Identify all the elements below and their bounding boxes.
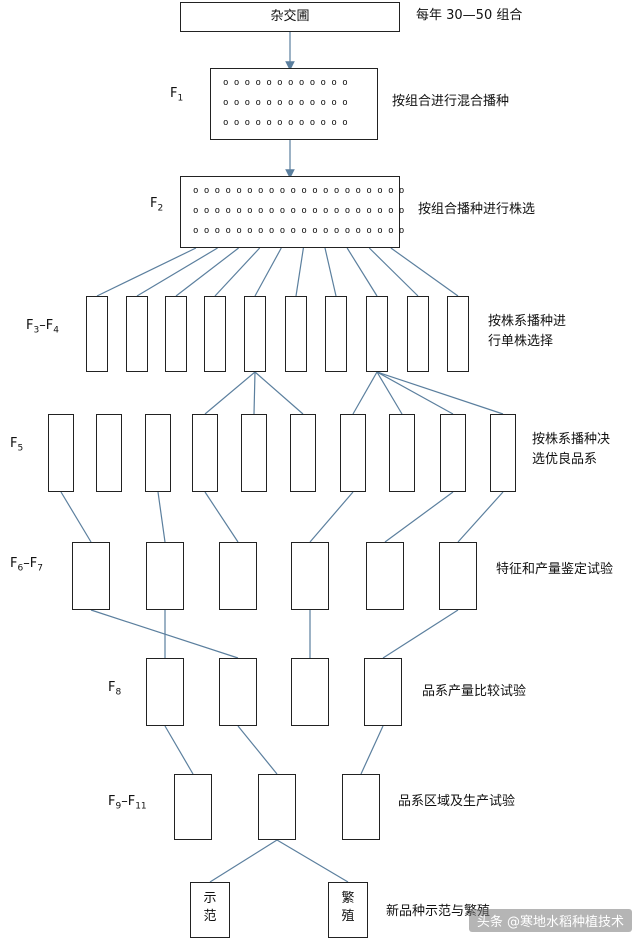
connector-line [352,371,378,415]
f6-f7-line-box [366,542,404,610]
connector-line [204,371,256,415]
f3-f4-line-box [126,296,148,372]
gen-label-f1: F1 [170,86,184,104]
hybrid-nursery-title: 杂交圃 [270,9,310,24]
demonstration-box: 示 范 [190,882,230,938]
demonstration-text-2: 范 [203,909,217,924]
connector-line [96,247,197,297]
connector-line [360,725,384,775]
connector-line [309,491,354,543]
demonstration-text-1: 示 [203,891,217,906]
f3-f4-line-box [165,296,187,372]
connector-line [60,491,92,543]
f8-line-box [146,658,184,726]
connector-line [204,491,239,543]
f6-f7-line-box [72,542,110,610]
connector-line [376,371,504,415]
f2-dot-row: o o o o o o o o o o o o o o o o o o o o [193,206,405,216]
f6-f7-line-box [146,542,184,610]
propagation-text-1: 繁 [341,891,355,906]
connector-line [376,371,403,415]
f8-step-text: 品系产量比较试验 [422,684,527,699]
f1-dot-row: o o o o o o o o o o o o [223,98,348,108]
f3-f4-line-box [244,296,266,372]
f8-line-box [291,658,329,726]
f2-step-text: 按组合播种进行株选 [418,202,536,217]
f9-f11-line-box [342,774,380,840]
f5-line-box [440,414,466,492]
connector-line [346,247,378,297]
f5-step-text-line2: 选优良品系 [532,452,598,467]
f1-dot-row: o o o o o o o o o o o o [223,118,348,128]
watermark: 头条 @寒地水稻种植技术 [468,909,632,932]
gen-label-f6-f7: F6–F7 [10,556,43,574]
connector-line [382,609,459,659]
connector-line [209,839,278,883]
f5-line-box [96,414,122,492]
f6-f7-step-text: 特征和产量鉴定试验 [496,562,614,577]
connector-line [214,247,261,297]
hybrid-nursery-note: 每年 30—50 组合 [416,8,523,23]
f3-f4-line-box [204,296,226,372]
connector-line [295,247,304,297]
f3-f4-line-box [285,296,307,372]
connector-line [136,247,218,297]
connector-line [368,247,419,297]
f8-line-box [364,658,402,726]
connector-line [324,247,337,297]
f6-f7-line-box [219,542,257,610]
f3-f4-line-box [447,296,469,372]
connector-line [276,839,349,883]
f2-dot-row: o o o o o o o o o o o o o o o o o o o o [193,226,405,236]
f3-f4-step-text-line2: 行单株选择 [488,334,554,349]
f2-dot-row: o o o o o o o o o o o o o o o o o o o o [193,186,405,196]
f5-line-box [48,414,74,492]
gen-label-f5: F5 [10,436,24,454]
connector-line [175,247,239,297]
f5-line-box [145,414,171,492]
connector-line [254,371,304,415]
connector-line [237,725,278,775]
gen-label-f3-f4: F3–F4 [26,318,59,336]
f9-f11-line-box [258,774,296,840]
connector-line [157,491,166,543]
f5-line-box [490,414,516,492]
f3-f4-line-box [325,296,347,372]
f5-step-text-line1: 按株系播种决 [532,432,611,447]
connector-line [164,725,194,775]
f1-step-text: 按组合进行混合播种 [392,94,510,109]
connector-line [376,371,454,415]
connector-line [254,247,282,297]
propagation-text-2: 殖 [341,909,355,924]
f5-line-box [241,414,267,492]
f1-mixed-sowing-box: o o o o o o o o o o o o o o o o o o o o … [210,68,378,140]
connector-line [253,371,256,415]
hybrid-nursery-box: 杂交圃 [180,2,400,32]
f3-f4-line-box [86,296,108,372]
f9-f11-step-text: 品系区域及生产试验 [398,794,516,809]
f5-line-box [340,414,366,492]
f3-f4-line-box [407,296,429,372]
connector-line [390,247,459,297]
f6-f7-line-box [439,542,477,610]
gen-label-f2: F2 [150,196,164,214]
f5-line-box [290,414,316,492]
f9-f11-line-box [174,774,212,840]
connector-line [384,491,454,543]
f5-line-box [389,414,415,492]
connector-line [457,491,504,543]
gen-label-f8: F8 [108,680,122,698]
final-step-text: 新品种示范与繁殖 [386,904,491,919]
propagation-box: 繁 殖 [328,882,368,938]
f5-line-box [192,414,218,492]
f2-plant-selection-box: o o o o o o o o o o o o o o o o o o o o … [180,176,404,248]
f3-f4-line-box [366,296,388,372]
f6-f7-line-box [291,542,329,610]
gen-label-f9-f11: F9–F11 [108,794,147,812]
f3-f4-step-text-line1: 按株系播种进 [488,314,567,329]
f8-line-box [219,658,257,726]
f1-dot-row: o o o o o o o o o o o o [223,78,348,88]
